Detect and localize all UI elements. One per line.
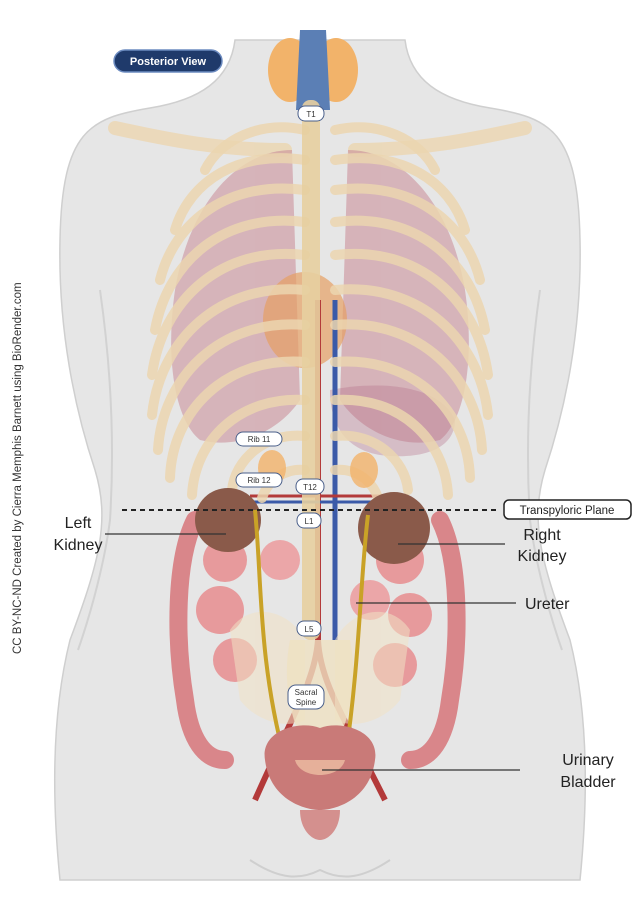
svg-text:Left: Left [65, 515, 92, 532]
svg-text:Sacral: Sacral [295, 688, 318, 697]
svg-text:Ureter: Ureter [525, 596, 570, 613]
svg-text:Kidney: Kidney [518, 548, 567, 565]
view-label: Posterior View [130, 56, 207, 68]
rib-tag-11: Rib 11 [236, 432, 282, 446]
thyroid [268, 30, 358, 110]
vertebra-tag-l1: L1 [297, 513, 321, 528]
vertebra-tag-t12: T12 [296, 479, 324, 494]
view-badge: Posterior View [114, 50, 222, 72]
left-kidney-label: Left Kidney [54, 515, 103, 554]
svg-text:Urinary: Urinary [562, 752, 614, 769]
transpyloric-plane-text: Transpyloric Plane [520, 505, 615, 517]
vertebra-tag-l5: L5 [297, 621, 321, 636]
svg-text:T12: T12 [303, 483, 317, 492]
svg-text:Rib 11: Rib 11 [248, 435, 271, 444]
svg-text:Bladder: Bladder [560, 774, 616, 791]
svg-text:Kidney: Kidney [54, 537, 103, 554]
svg-text:Right: Right [523, 527, 561, 544]
left-kidney [195, 488, 261, 552]
credit-text: CC BY-NC-ND Created by Cierra Memphis Ba… [12, 282, 24, 654]
svg-text:Rib 12: Rib 12 [247, 476, 271, 485]
vertebra-tag-t1: T1 [298, 106, 324, 121]
ureter-label: Ureter [525, 596, 570, 613]
rib-tag-12: Rib 12 [236, 473, 282, 487]
svg-text:T1: T1 [306, 110, 316, 119]
sacral-spine-tag: Sacral Spine [288, 685, 324, 709]
svg-text:L1: L1 [305, 517, 314, 526]
right-kidney [358, 492, 430, 564]
svg-text:L5: L5 [305, 625, 314, 634]
svg-text:Spine: Spine [296, 698, 317, 707]
transpyloric-plane-label: Transpyloric Plane [504, 500, 631, 519]
